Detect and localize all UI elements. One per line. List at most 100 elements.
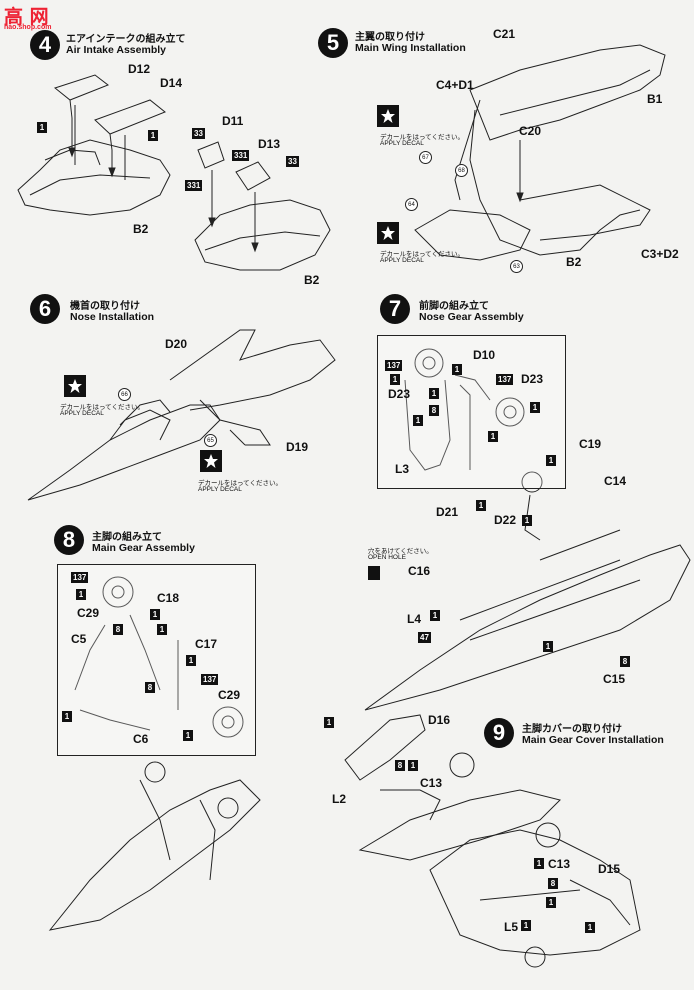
color-code-331: 331	[185, 180, 203, 191]
qty-badge: 8	[145, 682, 155, 693]
part-d16: D16	[428, 713, 451, 727]
qty-badge: 1	[452, 364, 462, 375]
part-c13: C13	[548, 857, 571, 871]
qty-badge: 1	[546, 455, 556, 466]
apply-decal-en: APPLY DECAL	[198, 486, 242, 493]
qty-badge: 1	[543, 641, 553, 652]
decal-star-icon	[377, 105, 399, 127]
part-c29: C29	[77, 606, 100, 620]
part-c17: C17	[195, 637, 218, 651]
part-d23: D23	[521, 372, 544, 386]
apply-decal-jp: デカールをはってください。	[198, 479, 282, 487]
color-code-137: 137	[201, 674, 219, 685]
step-8-number: 8	[54, 525, 84, 555]
open-hole-en: OPEN HOLE	[368, 554, 406, 561]
part-b2: B2	[133, 222, 149, 236]
part-c15: C15	[603, 672, 626, 686]
qty-badge: 1	[150, 609, 160, 620]
watermark-url: hao.shop.com	[4, 24, 52, 31]
qty-badge: 1	[324, 717, 334, 728]
watermark-logo: 高 网	[4, 6, 49, 28]
part-c13: C13	[420, 776, 443, 790]
part-c3-d2: C3+D2	[641, 247, 679, 261]
part-c5: C5	[71, 632, 87, 646]
drill-icon	[368, 566, 380, 580]
qty-badge: 8	[395, 760, 405, 771]
decal-number-63: 63	[510, 260, 523, 273]
qty-badge: 1	[530, 402, 540, 413]
step-4-number: 4	[30, 30, 60, 60]
step-9-number: 9	[484, 718, 514, 748]
decal-number-64: 64	[405, 198, 418, 211]
qty-badge: 1	[413, 415, 423, 426]
step-6-title-jp: 機首の取り付け	[70, 301, 140, 312]
color-code-137: 137	[385, 360, 403, 371]
part-d11: D11	[222, 114, 244, 128]
qty-badge: 1	[534, 858, 544, 869]
main-gear-detail-box	[57, 564, 256, 756]
qty-badge: 1	[157, 624, 167, 635]
step-4-title-jp: エアインテークの組み立て	[66, 34, 186, 45]
qty-badge: 1	[430, 610, 440, 621]
step-8-title-en: Main Gear Assembly	[92, 542, 195, 554]
step-7-title-jp: 前脚の組み立て	[419, 301, 489, 312]
part-d12: D12	[128, 62, 151, 76]
step-5-number: 5	[318, 28, 348, 58]
part-b2: B2	[566, 255, 582, 269]
part-b1: B1	[647, 92, 663, 106]
qty-badge: 8	[429, 405, 439, 416]
qty-badge: 1	[186, 655, 196, 666]
decal-number-66: 66	[118, 388, 131, 401]
apply-decal-jp: デカールをはってください。	[380, 250, 464, 258]
part-c6: C6	[133, 732, 149, 746]
step-4-title-en: Air Intake Assembly	[66, 44, 166, 56]
part-l5: L5	[504, 920, 519, 934]
step-5-title-en: Main Wing Installation	[355, 42, 466, 54]
qty-badge: 1	[585, 922, 595, 933]
qty-badge: 1	[546, 897, 556, 908]
step-9-title-jp: 主脚カバーの取り付け	[522, 724, 622, 735]
part-d14: D14	[160, 76, 183, 90]
part-d23: D23	[388, 387, 411, 401]
decal-star-icon	[377, 222, 399, 244]
apply-decal-jp: デカールをはってください。	[60, 403, 144, 411]
qty-badge: 1	[408, 760, 418, 771]
qty-badge: 1	[37, 122, 47, 133]
qty-badge: 8	[620, 656, 630, 667]
part-c29: C29	[218, 688, 241, 702]
qty-badge: 1	[62, 711, 72, 722]
apply-decal-en: APPLY DECAL	[380, 257, 424, 264]
open-hole-jp: 穴をあけてください。	[368, 547, 433, 555]
qty-badge: 1	[522, 515, 532, 526]
color-code-137: 137	[496, 374, 514, 385]
step-6-number: 6	[30, 294, 60, 324]
part-c4-d1: C4+D1	[436, 78, 474, 92]
apply-decal-en: APPLY DECAL	[380, 140, 424, 147]
step-9-title-en: Main Gear Cover Installation	[522, 734, 664, 746]
part-c18: C18	[157, 591, 180, 605]
color-code-33: 33	[192, 128, 205, 139]
color-code-33: 33	[286, 156, 299, 167]
step-7-title-en: Nose Gear Assembly	[419, 311, 524, 323]
step-5-title-jp: 主翼の取り付け	[355, 32, 425, 43]
decal-star-icon	[64, 375, 86, 397]
color-code-331: 331	[232, 150, 250, 161]
color-code-47: 47	[418, 632, 431, 643]
qty-badge: 1	[390, 374, 400, 385]
part-c16: C16	[408, 564, 431, 578]
part-l4: L4	[407, 612, 422, 626]
qty-badge: 1	[183, 730, 193, 741]
step-8-title-jp: 主脚の組み立て	[92, 532, 162, 543]
qty-badge: 1	[429, 388, 439, 399]
decal-star-icon	[200, 450, 222, 472]
part-c20: C20	[519, 124, 542, 138]
part-d21: D21	[436, 505, 459, 519]
part-d15: D15	[598, 862, 621, 876]
decal-number-67: 67	[419, 151, 432, 164]
decal-number-65: 65	[204, 434, 217, 447]
qty-badge: 1	[488, 431, 498, 442]
qty-badge: 1	[148, 130, 158, 141]
part-d10: D10	[473, 348, 496, 362]
qty-badge: 8	[548, 878, 558, 889]
